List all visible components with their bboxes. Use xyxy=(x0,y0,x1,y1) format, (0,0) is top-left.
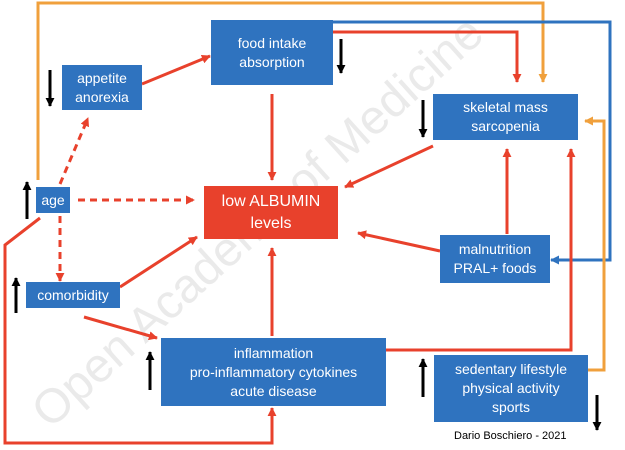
node-age: age xyxy=(36,187,70,213)
node-inflammation: inflammation pro-inflammatory cytokines … xyxy=(161,338,386,406)
node-appetite-line-1: appetite xyxy=(77,69,127,86)
credit: Dario Boschiero - 2021 xyxy=(454,430,567,442)
node-sedentary-line-3: sports xyxy=(491,399,531,415)
node-low-albumin-line-1: low ALBUMIN xyxy=(221,192,321,210)
edge-skeletal-to-albumin xyxy=(344,144,434,189)
node-malnutrition-line-1: malnutrition xyxy=(458,241,532,257)
node-skeletal-mass: skeletal mass sarcopenia xyxy=(433,94,578,140)
node-low-albumin: low ALBUMIN levels xyxy=(204,186,338,239)
edge-appetite-to-food xyxy=(141,54,211,86)
node-skeletal-mass-line-2: sarcopenia xyxy=(471,118,540,134)
edge-malnutrition-to-albumin xyxy=(357,230,441,253)
node-malnutrition: malnutrition PRAL+ foods xyxy=(440,235,550,283)
node-comorbidity-label: comorbidity xyxy=(37,286,109,303)
node-sedentary-line-1: sedentary lifestyle xyxy=(454,361,568,377)
edge-age-to-appetite xyxy=(58,117,90,185)
node-food-intake-line-1: food intake xyxy=(237,34,307,51)
node-appetite: appetite anorexia xyxy=(62,65,142,110)
edge-food-to-malnutrition xyxy=(333,20,612,265)
node-inflammation-line-1: inflammation xyxy=(233,344,314,361)
node-food-intake: food intake absorption xyxy=(211,20,333,85)
node-sedentary: sedentary lifestyle physical activity sp… xyxy=(434,355,588,422)
node-comorbidity: comorbidity xyxy=(26,282,120,308)
node-low-albumin-line-2: levels xyxy=(250,214,292,232)
node-inflammation-line-2: pro-inflammatory cytokines xyxy=(189,363,358,380)
node-appetite-line-2: anorexia xyxy=(75,88,129,105)
edge-sedentary-to-skeletal xyxy=(584,116,606,372)
node-skeletal-mass-line-1: skeletal mass xyxy=(463,99,548,115)
node-age-label: age xyxy=(41,191,65,208)
node-malnutrition-line-2: PRAL+ foods xyxy=(453,260,537,276)
edge-comorbidity-to-albumin xyxy=(119,235,198,289)
edge-age-to-skeletal xyxy=(36,1,548,180)
node-food-intake-line-2: absorption xyxy=(239,53,305,70)
edge-inflammation-to-skeletal xyxy=(386,148,576,352)
node-sedentary-line-2: physical activity xyxy=(462,380,560,396)
edge-food-to-skeletal xyxy=(333,30,522,83)
edge-comorbidity-to-inflammation xyxy=(83,315,158,341)
edge-age-to-inflammation xyxy=(3,216,277,445)
node-inflammation-line-3: acute disease xyxy=(230,382,317,399)
